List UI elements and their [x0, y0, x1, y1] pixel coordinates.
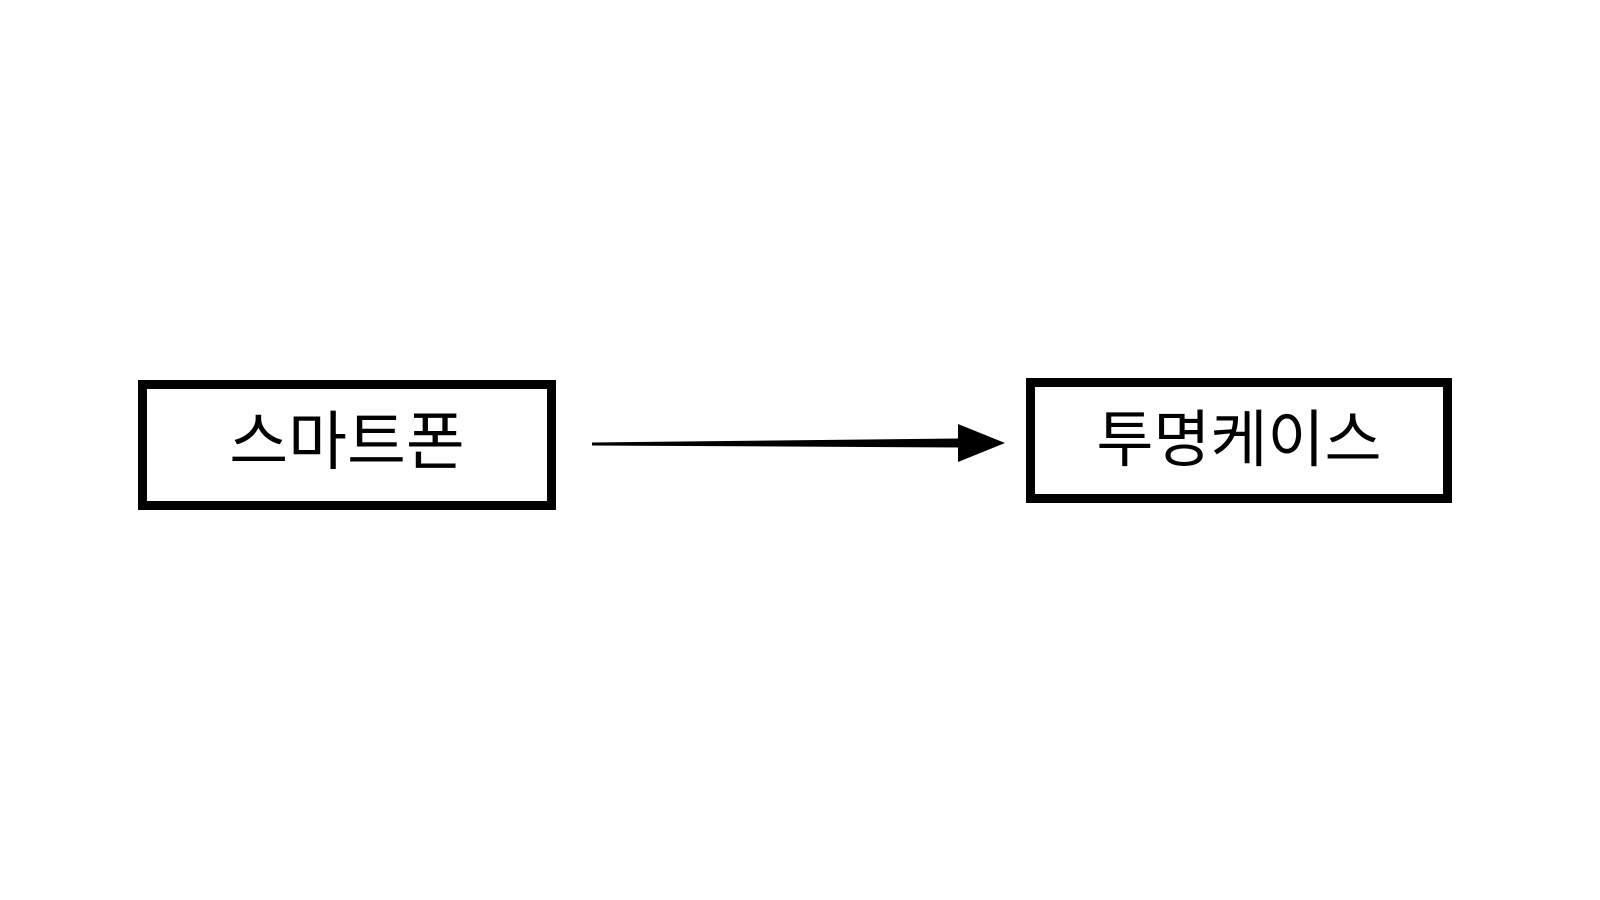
node-transparent-case[interactable]: 투명케이스: [1026, 378, 1452, 503]
node-smartphone[interactable]: 스마트폰: [138, 380, 556, 510]
edge-line-shaft: [592, 438, 958, 448]
edge-source-to-target[interactable]: [592, 424, 1005, 462]
node-transparent-case-label: 투명케이스: [1096, 402, 1382, 476]
node-smartphone-label: 스마트폰: [229, 406, 465, 480]
arrowhead-icon: [958, 424, 1005, 462]
